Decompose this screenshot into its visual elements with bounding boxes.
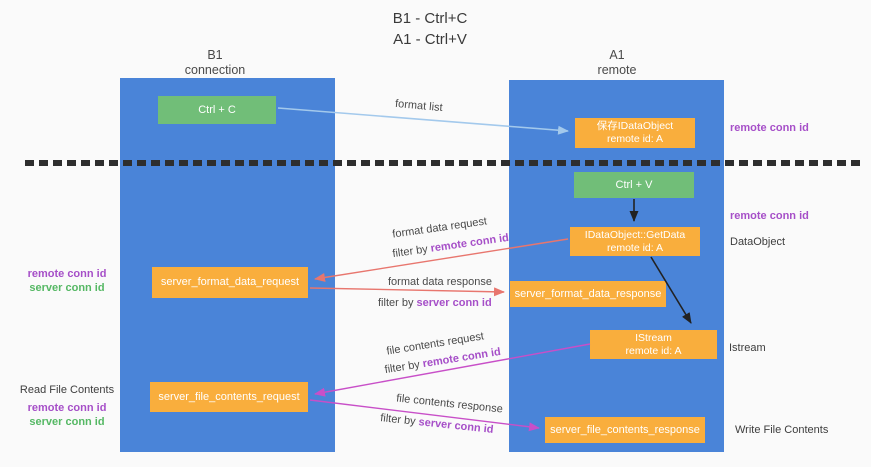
node-istream: IStream remote id: A bbox=[590, 330, 717, 359]
annotation-write-file-contents: Write File Contents bbox=[735, 424, 829, 436]
lane-b1-subtitle: connection bbox=[184, 63, 246, 77]
node-idataobject-getdata: IDataObject::GetData remote id: A bbox=[570, 227, 700, 256]
label-format-list: format list bbox=[394, 97, 444, 115]
lane-b1-title: B1 bbox=[207, 48, 223, 62]
arrow-format-data-response bbox=[309, 287, 505, 297]
node-save-idataobject-line1: 保存IDataObject bbox=[596, 120, 674, 132]
diagram-title-line2: A1 - Ctrl+V bbox=[393, 31, 467, 48]
node-server-file-contents-request-label: server_file_contents_request bbox=[158, 390, 300, 403]
label-filter-by-server-2: filter by server conn id bbox=[380, 412, 494, 436]
node-idataobject-getdata-line1: IDataObject::GetData bbox=[584, 228, 686, 241]
node-ctrl-v: Ctrl + V bbox=[574, 172, 694, 198]
label-filter-by-remote-2-prefix: filter by bbox=[383, 358, 424, 377]
diagram-title-line1: B1 - Ctrl+C bbox=[392, 10, 468, 27]
label-filter-by-remote-1-prefix: filter by bbox=[391, 242, 432, 261]
node-server-file-contents-response: server_file_contents_response bbox=[545, 417, 705, 443]
node-save-idataobject: 保存IDataObject remote id: A bbox=[575, 118, 695, 148]
label-filter-by-server-1-prefix: filter by bbox=[378, 297, 417, 309]
label-filter-by-remote-1-value: remote conn id bbox=[429, 231, 510, 255]
annotation-remote-conn-id-mid: remote conn id bbox=[730, 210, 809, 222]
label-format-data-response: format data response bbox=[388, 276, 492, 288]
label-filter-by-server-2-value: server conn id bbox=[417, 416, 495, 436]
node-server-format-data-request-label: server_format_data_request bbox=[160, 276, 300, 288]
label-file-contents-response: file contents response bbox=[395, 392, 504, 416]
annotation-file-remote-conn-id: remote conn id bbox=[27, 402, 107, 414]
annotation-read-file-contents: Read File Contents bbox=[19, 384, 115, 396]
node-idataobject-getdata-line2: remote id: A bbox=[606, 241, 664, 254]
node-server-file-contents-request: server_file_contents_request bbox=[150, 382, 308, 412]
label-filter-by-server-2-prefix: filter by bbox=[379, 412, 420, 429]
label-filter-by-server-1: filter by server conn id bbox=[378, 297, 492, 309]
node-ctrl-c-label: Ctrl + C bbox=[198, 103, 236, 116]
lane-a1-subtitle: remote bbox=[597, 63, 637, 77]
node-istream-line1: IStream bbox=[635, 331, 672, 344]
label-filter-by-server-1-value: server conn id bbox=[416, 297, 492, 309]
node-server-file-contents-response-label: server_file_contents_response bbox=[550, 423, 700, 436]
annotation-format-server-conn-id: server conn id bbox=[29, 282, 105, 294]
annotation-remote-conn-id-top: remote conn id bbox=[730, 122, 809, 134]
annotation-dataobject: DataObject bbox=[730, 236, 786, 248]
annotation-format-remote-conn-id: remote conn id bbox=[27, 268, 107, 280]
node-server-format-data-response-label: server_format_data_response bbox=[514, 287, 662, 300]
lane-header-a1: A1 remote bbox=[547, 48, 687, 78]
lane-a1-title: A1 bbox=[609, 48, 625, 62]
diagram-title: B1 - Ctrl+C A1 - Ctrl+V bbox=[300, 8, 560, 50]
annotation-file-server-conn-id: server conn id bbox=[29, 416, 105, 428]
annotation-istream: Istream bbox=[729, 342, 766, 354]
node-ctrl-c: Ctrl + C bbox=[158, 96, 276, 124]
node-istream-line2: remote id: A bbox=[625, 344, 682, 357]
node-server-format-data-response: server_format_data_response bbox=[510, 281, 666, 307]
lane-header-b1: B1 connection bbox=[145, 48, 285, 78]
node-save-idataobject-line2: remote id: A bbox=[606, 133, 664, 145]
dashed-separator bbox=[25, 160, 860, 166]
node-ctrl-v-label: Ctrl + V bbox=[615, 178, 653, 191]
node-server-format-data-request: server_format_data_request bbox=[152, 267, 308, 298]
